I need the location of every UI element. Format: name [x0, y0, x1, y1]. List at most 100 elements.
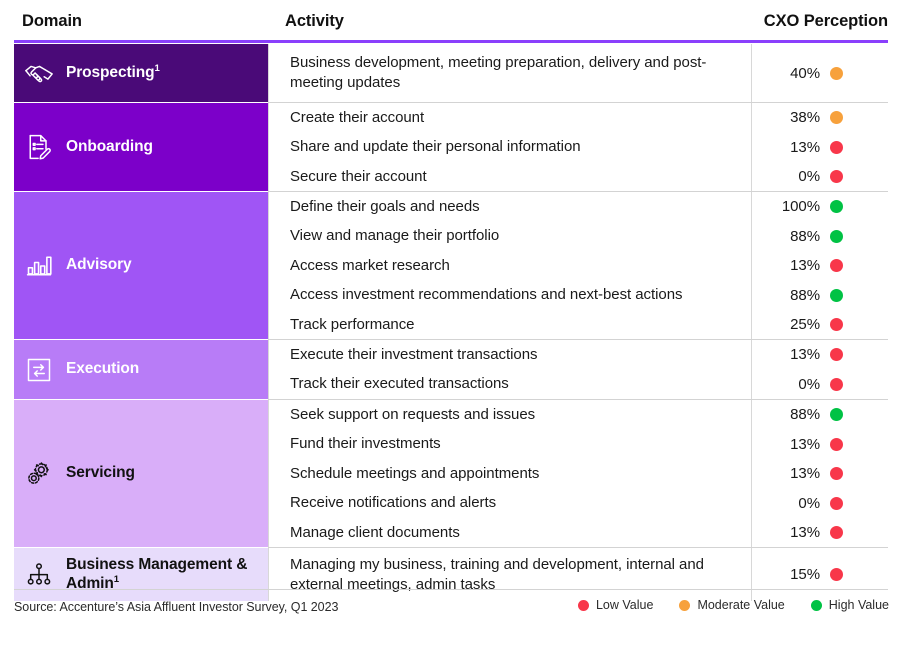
cxo-perception-cell: 0%: [751, 369, 888, 399]
table-row[interactable]: Schedule meetings and appointments 13%: [269, 459, 888, 488]
table-row[interactable]: Access market research 13%: [269, 251, 888, 280]
domain-label: Business Management & Admin1: [66, 556, 248, 592]
activity-text: Track performance: [290, 315, 415, 333]
legend-dot-high: [810, 599, 822, 611]
activity-list: Managing my business, training and devel…: [268, 548, 888, 601]
legend: Low Value Moderate Value High Value: [577, 598, 889, 612]
handshake-icon: [24, 58, 54, 88]
domain-group-row: Servicing Seek support on requests and is…: [14, 400, 888, 547]
gears-icon: [24, 459, 54, 489]
activity-text: Managing my business, training and devel…: [290, 555, 704, 593]
table-row[interactable]: Managing my business, training and devel…: [269, 548, 888, 601]
legend-label: Moderate Value: [697, 598, 785, 612]
domain-cell-execution[interactable]: Execution: [14, 340, 268, 399]
table-row[interactable]: Receive notifications and alerts 0%: [269, 488, 888, 518]
table-row[interactable]: Manage client documents 13%: [269, 518, 888, 547]
cxo-perception-cell: 13%: [751, 251, 888, 280]
cxo-percentage: 88%: [790, 286, 820, 304]
column-header-cxo: CXO Perception: [763, 12, 888, 30]
cxo-perception-cell: 88%: [751, 280, 888, 310]
table-body: Prospecting1 Business development, meetin…: [14, 44, 888, 601]
domain-cell-advisory[interactable]: Advisory: [14, 192, 268, 339]
table-row[interactable]: View and manage their portfolio 88%: [269, 221, 888, 251]
status-dot-high: [830, 288, 843, 302]
cxo-percentage: 100%: [781, 198, 820, 215]
activity-text: Access market research: [290, 256, 450, 274]
bar-chart-icon: [24, 251, 54, 281]
table-row[interactable]: Share and update their personal informat…: [269, 132, 888, 162]
activity-text: Share and update their personal informat…: [290, 138, 581, 156]
cxo-percentage: 13%: [790, 138, 820, 156]
table-row[interactable]: Seek support on requests and issues 88%: [269, 400, 888, 429]
status-dot-low: [830, 437, 843, 451]
cxo-percentage: 13%: [790, 435, 820, 453]
status-dot-low: [830, 259, 843, 272]
legend-item-high: High Value: [810, 598, 889, 612]
cxo-perception-cell: 13%: [751, 518, 888, 547]
cxo-percentage: 13%: [790, 257, 820, 274]
table-row[interactable]: Business development, meeting preparatio…: [269, 44, 888, 102]
cxo-perception-cell: 15%: [751, 548, 888, 601]
cxo-perception-cell: 38%: [751, 103, 888, 132]
domain-cell-servicing[interactable]: Servicing: [14, 400, 268, 547]
cxo-percentage: 0%: [798, 375, 820, 393]
group-separator: [268, 339, 888, 340]
cxo-perception-cell: 0%: [751, 488, 888, 518]
table-row[interactable]: Access investment recommendations and ne…: [269, 280, 888, 310]
cxo-percentage: 25%: [790, 316, 820, 333]
cxo-perception-cell: 100%: [751, 192, 888, 221]
cxo-percentage: 0%: [798, 168, 820, 185]
cxo-perception-cell: 13%: [751, 132, 888, 162]
legend-item-low: Low Value: [577, 598, 653, 612]
status-dot-low: [830, 348, 843, 361]
domain-label: Advisory: [66, 256, 132, 274]
activity-text: View and manage their portfolio: [290, 227, 500, 245]
status-dot-low: [830, 140, 843, 154]
status-dot-high: [830, 200, 843, 213]
domain-cell-business-management-admin[interactable]: Business Management & Admin1: [14, 548, 268, 601]
status-dot-low: [830, 170, 843, 183]
status-dot-low: [830, 318, 843, 331]
status-dot-high: [830, 408, 843, 421]
cxo-percentage: 13%: [790, 346, 820, 363]
cxo-perception-cell: 13%: [751, 429, 888, 459]
status-dot-low: [830, 377, 843, 391]
cxo-perception-cell: 13%: [751, 459, 888, 488]
transfer-arrows-icon: [24, 355, 54, 385]
status-dot-low: [830, 526, 843, 539]
domain-label: Servicing: [66, 464, 135, 482]
activity-text: Schedule meetings and appointments: [290, 464, 540, 482]
activity-text: Seek support on requests and issues: [290, 405, 536, 423]
activity-text: Manage client documents: [290, 523, 460, 541]
domain-cell-onboarding[interactable]: Onboarding: [14, 103, 268, 191]
footer: Source: Accenture’s Asia Affluent Invest…: [0, 598, 903, 622]
status-dot-high: [830, 229, 843, 243]
column-header-activity: Activity: [285, 12, 344, 30]
domain-footnote-marker: 1: [113, 573, 119, 585]
domain-cell-prospecting[interactable]: Prospecting1: [14, 44, 268, 102]
table-row[interactable]: Track performance 25%: [269, 310, 888, 339]
footer-rule: [14, 589, 888, 590]
cxo-perception-cell: 13%: [751, 340, 888, 369]
group-separator: [268, 102, 888, 103]
activity-text: Receive notifications and alerts: [290, 494, 497, 512]
cxo-percentage: 40%: [790, 64, 820, 82]
activity-list: Seek support on requests and issues 88%Fu…: [268, 400, 888, 547]
cxo-perception-cell: 25%: [751, 310, 888, 339]
cxo-percentage: 13%: [790, 524, 820, 541]
cxo-perception-cell: 88%: [751, 400, 888, 429]
cxo-perception-cell: 88%: [751, 221, 888, 251]
group-separator: [268, 547, 888, 548]
domain-label: Prospecting1: [66, 62, 160, 81]
